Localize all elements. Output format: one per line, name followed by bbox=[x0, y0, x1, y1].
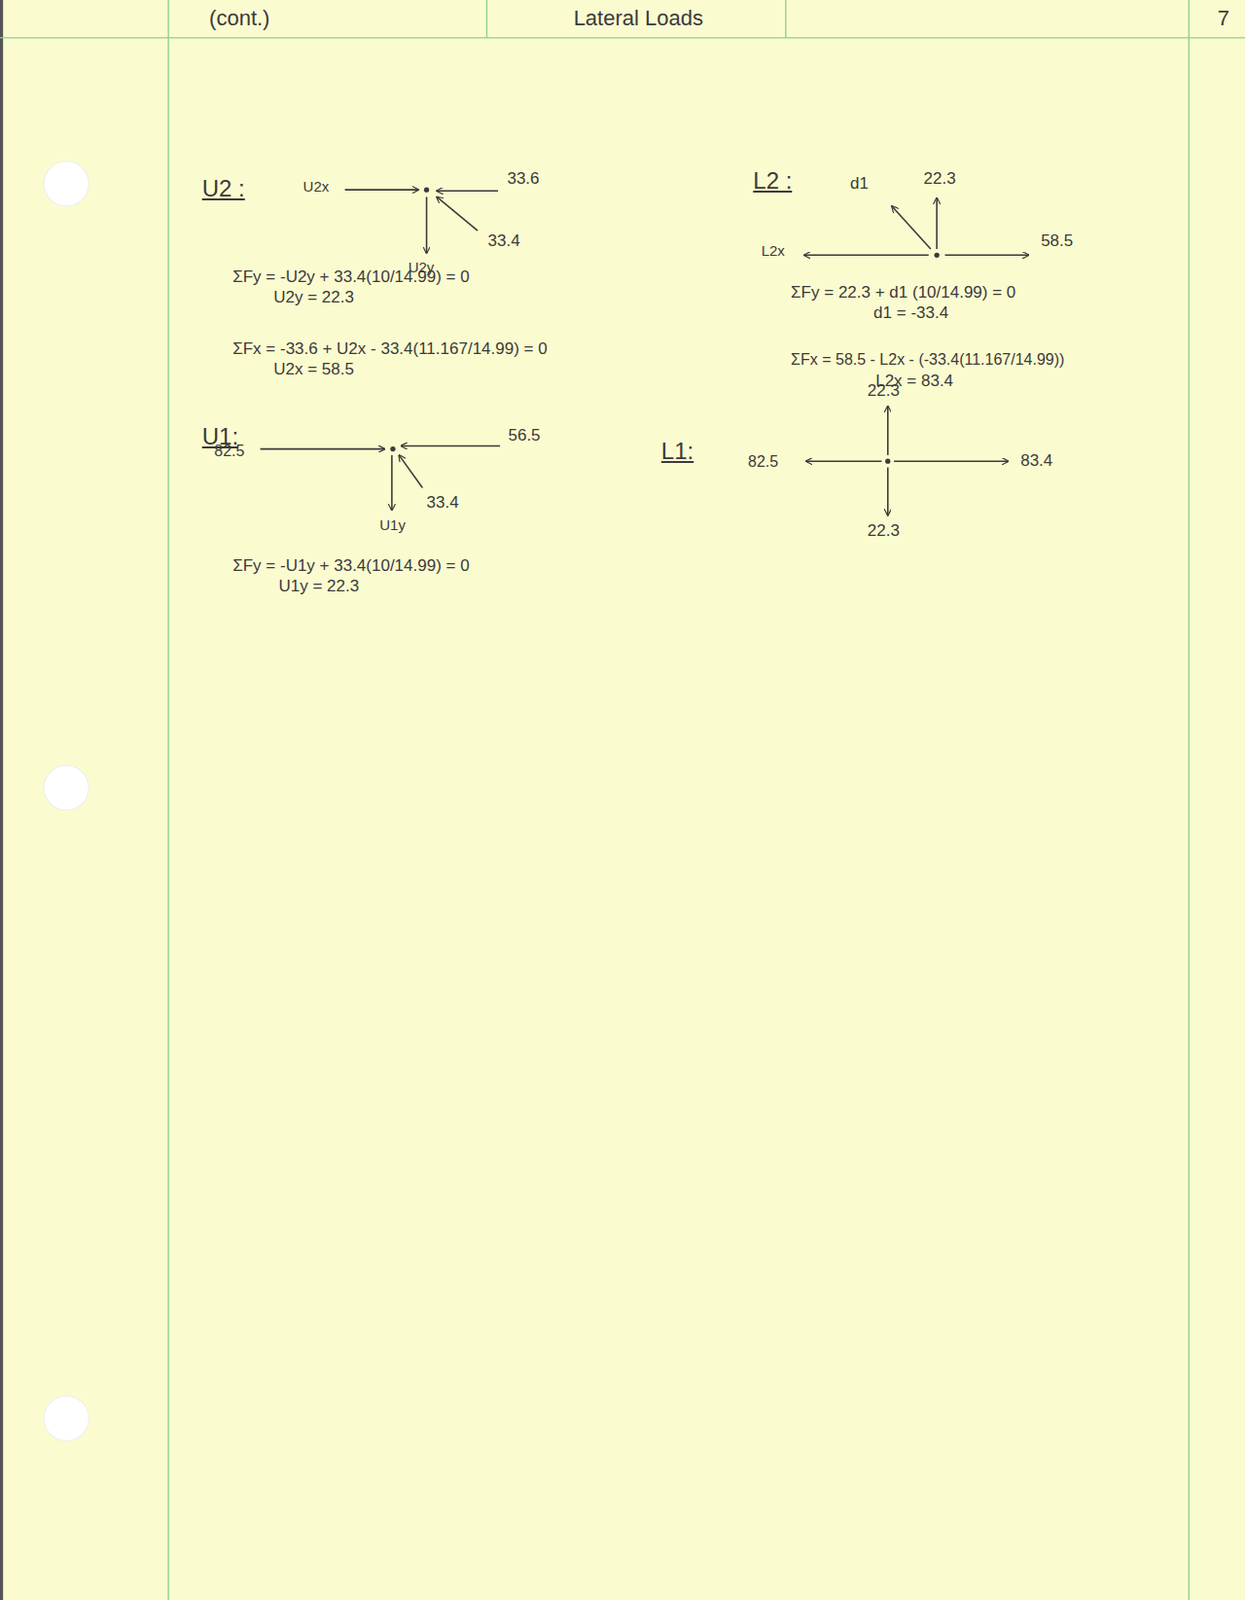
scan-edge bbox=[0, 0, 3, 1600]
handwritten-label: U1y = 22.3 bbox=[278, 576, 359, 597]
joint-heading: L1: bbox=[661, 437, 694, 466]
handwritten-label: 7 bbox=[1217, 5, 1230, 32]
handwritten-label: U2y = 22.3 bbox=[273, 287, 355, 308]
handwritten-label: U2x = 58.5 bbox=[273, 359, 355, 380]
handwritten-label: U1y bbox=[379, 516, 406, 534]
handwritten-label: 58.5 bbox=[1040, 231, 1073, 251]
joint-dots bbox=[390, 187, 939, 464]
handwritten-label: d1 bbox=[850, 174, 869, 194]
handwritten-label: L2x bbox=[761, 242, 785, 260]
handwritten-label: 33.4 bbox=[488, 231, 521, 251]
handwritten-label: 33.6 bbox=[506, 169, 539, 189]
handwritten-label: ΣFy = 22.3 + d1 (10/14.99) = 0 bbox=[790, 283, 1016, 303]
handwritten-label: (cont.) bbox=[209, 5, 270, 32]
handwritten-label: Lateral Loads bbox=[573, 5, 704, 32]
handwritten-label: 22.3 bbox=[867, 381, 900, 401]
handwritten-label: 33.4 bbox=[426, 493, 460, 513]
handwritten-label: 22.3 bbox=[924, 169, 957, 189]
handwritten-label: 56.5 bbox=[507, 426, 540, 446]
joint-heading: L2 : bbox=[752, 167, 792, 196]
handwritten-label: d1 = -33.4 bbox=[873, 303, 949, 323]
handwritten-label: ΣFx = 58.5 - L2x - (-33.4(11.167/14.99)) bbox=[790, 350, 1065, 369]
binder-holes bbox=[43, 161, 89, 1442]
handwritten-label: U2x bbox=[303, 177, 330, 196]
handwritten-label: ΣFy = -U2y + 33.4(10/14.99) = 0 bbox=[232, 267, 469, 287]
handwritten-label: ΣFx = -33.6 + U2x - 33.4(11.167/14.99) =… bbox=[232, 339, 547, 359]
handwritten-label: 22.3 bbox=[867, 521, 900, 541]
handwritten-label: 82.5 bbox=[747, 452, 779, 471]
handwritten-label: 82.5 bbox=[213, 441, 245, 461]
handwritten-label: ΣFy = -U1y + 33.4(10/14.99) = 0 bbox=[232, 556, 469, 576]
handwritten-label: 83.4 bbox=[1020, 451, 1053, 471]
joint-heading: U2 : bbox=[202, 175, 246, 204]
